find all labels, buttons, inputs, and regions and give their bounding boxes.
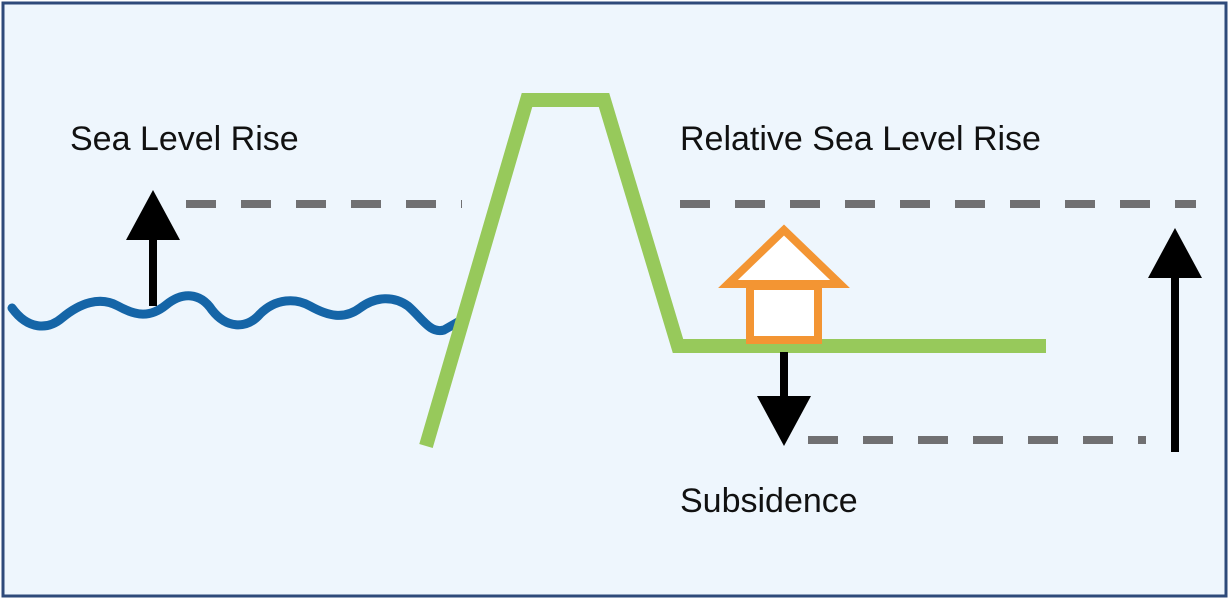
relative-sea-level-rise-label: Relative Sea Level Rise (680, 120, 1041, 158)
sea-level-rise-label: Sea Level Rise (70, 120, 299, 158)
up-arrow-icon (126, 190, 180, 306)
house-icon (718, 224, 850, 344)
water-wave (7, 291, 463, 336)
levee-profile (419, 93, 1046, 448)
up-arrow-icon (1148, 228, 1202, 452)
down-arrow-icon (757, 352, 811, 446)
subsidence-label: Subsidence (680, 482, 858, 520)
